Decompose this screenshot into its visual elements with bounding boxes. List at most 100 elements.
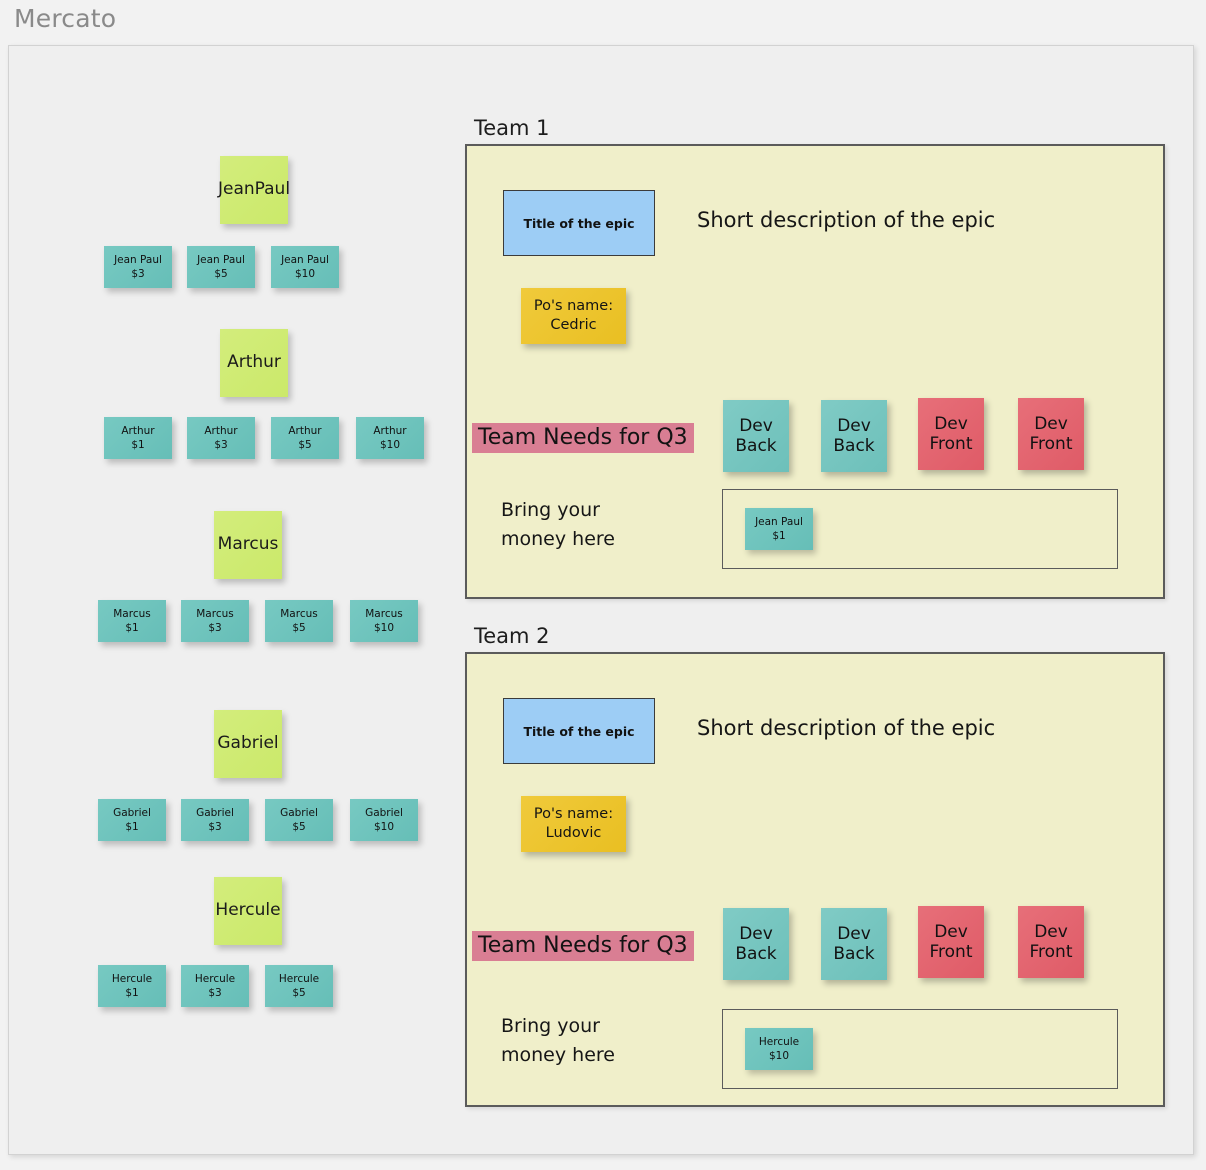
- money-card-name: Hercule: [111, 972, 153, 985]
- team-needs-banner: Team Needs for Q3: [472, 423, 694, 453]
- player-note[interactable]: Marcus: [214, 511, 282, 579]
- money-card[interactable]: Gabriel$5: [265, 799, 333, 841]
- po-note-label: Po's name:: [533, 298, 614, 315]
- money-card-name: Hercule: [758, 1035, 800, 1048]
- dev-need-line2: Back: [735, 436, 777, 456]
- money-card-row: Arthur$1 Arthur $3 Arthur $5 Arthur $10: [9, 417, 459, 459]
- money-card-amount: $10: [379, 439, 401, 451]
- money-card-name: Jean Paul: [755, 515, 803, 528]
- dev-need-line1: Dev: [739, 923, 773, 944]
- player-note-line: Gabriel: [217, 733, 279, 754]
- money-card-name: Arthur: [288, 424, 322, 437]
- money-card-name: Arthur: [373, 424, 407, 437]
- player-note[interactable]: Gabriel: [214, 710, 282, 778]
- money-card[interactable]: Arthur $5: [271, 417, 339, 459]
- player-note-line: Marcus: [217, 534, 279, 555]
- money-card-amount: $1: [125, 987, 139, 999]
- dev-need-line2: Back: [833, 436, 875, 456]
- player-note[interactable]: Arthur: [220, 329, 288, 397]
- money-card-amount: $5: [214, 268, 228, 280]
- po-note-value: Ludovic: [545, 825, 602, 841]
- team-label: Team 2: [474, 624, 550, 648]
- money-card[interactable]: Jean Paul$3: [104, 246, 172, 288]
- money-card-amount: $1: [131, 439, 145, 451]
- money-card[interactable]: Arthur $10: [356, 417, 424, 459]
- page-title: Mercato: [14, 4, 117, 33]
- dropped-money-card[interactable]: Hercule $10: [745, 1028, 813, 1070]
- money-card-name: Jean Paul: [281, 253, 329, 266]
- po-note-label: Po's name:: [533, 806, 614, 823]
- money-card[interactable]: Marcus$3: [181, 600, 249, 642]
- epic-title-box[interactable]: Title of the epic: [503, 698, 655, 764]
- money-card[interactable]: Marcus$5: [265, 600, 333, 642]
- dev-need-line2: Front: [929, 434, 973, 454]
- money-card-name: Hercule: [278, 972, 320, 985]
- dev-need-line1: Dev: [1034, 921, 1068, 942]
- money-card[interactable]: Marcus$1: [98, 600, 166, 642]
- money-card[interactable]: Hercule$3: [181, 965, 249, 1007]
- money-card[interactable]: Gabriel $10: [350, 799, 418, 841]
- po-note-value: Cedric: [550, 317, 597, 333]
- epic-title-box[interactable]: Title of the epic: [503, 190, 655, 256]
- money-card[interactable]: Marcus$10: [350, 600, 418, 642]
- money-card[interactable]: Arthur $3: [187, 417, 255, 459]
- dev-need-line2: Back: [833, 944, 875, 964]
- money-card-row: Hercule $1 Hercule$3 Hercule$5: [9, 965, 459, 1007]
- money-card-name: Hercule: [194, 972, 236, 985]
- money-card-name: Marcus: [365, 607, 403, 620]
- player-note-line: Hercule: [215, 900, 281, 921]
- money-card[interactable]: Hercule $1: [98, 965, 166, 1007]
- po-note[interactable]: Po's name: Cedric: [521, 288, 626, 344]
- money-card-name: Gabriel: [280, 806, 318, 819]
- money-card-amount: $10: [373, 821, 395, 833]
- team-needs-banner: Team Needs for Q3: [472, 931, 694, 961]
- bring-money-line2: money here: [501, 528, 615, 551]
- money-card-name: Marcus: [196, 607, 234, 620]
- money-card-name: Gabriel: [365, 806, 403, 819]
- money-card[interactable]: Jean Paul$10: [271, 246, 339, 288]
- po-note[interactable]: Po's name: Ludovic: [521, 796, 626, 852]
- money-card-amount: $5: [298, 439, 312, 451]
- money-card[interactable]: Hercule$5: [265, 965, 333, 1007]
- money-card-amount: $1: [125, 821, 139, 833]
- money-card-amount: $3: [214, 439, 228, 451]
- player-note-line: Jean: [217, 179, 255, 200]
- money-drop-zone[interactable]: Jean Paul $1: [722, 489, 1118, 569]
- dev-need-line1: Dev: [1034, 413, 1068, 434]
- dev-need-line1: Dev: [837, 415, 871, 436]
- dropped-money-card[interactable]: Jean Paul $1: [745, 508, 813, 550]
- money-card-name: Jean Paul: [197, 253, 245, 266]
- money-card[interactable]: Gabriel$3: [181, 799, 249, 841]
- money-card[interactable]: Arthur$1: [104, 417, 172, 459]
- money-card-amount: $5: [292, 622, 306, 634]
- money-card[interactable]: Gabriel $1: [98, 799, 166, 841]
- team-block: Team 1 Title of the epic Short description…: [465, 116, 1165, 599]
- money-drop-zone[interactable]: Hercule $10: [722, 1009, 1118, 1089]
- money-card-amount: $10: [768, 1050, 790, 1062]
- money-card-amount: $3: [131, 268, 145, 280]
- player-note[interactable]: Hercule: [214, 877, 282, 945]
- dev-need-line1: Dev: [934, 413, 968, 434]
- money-card-name: Gabriel: [113, 806, 151, 819]
- money-card-name: Arthur: [204, 424, 238, 437]
- team-label: Team 1: [474, 116, 550, 140]
- epic-description: Short description of the epic: [697, 208, 996, 232]
- money-card[interactable]: Jean Paul $5: [187, 246, 255, 288]
- money-card-amount: $1: [772, 530, 786, 542]
